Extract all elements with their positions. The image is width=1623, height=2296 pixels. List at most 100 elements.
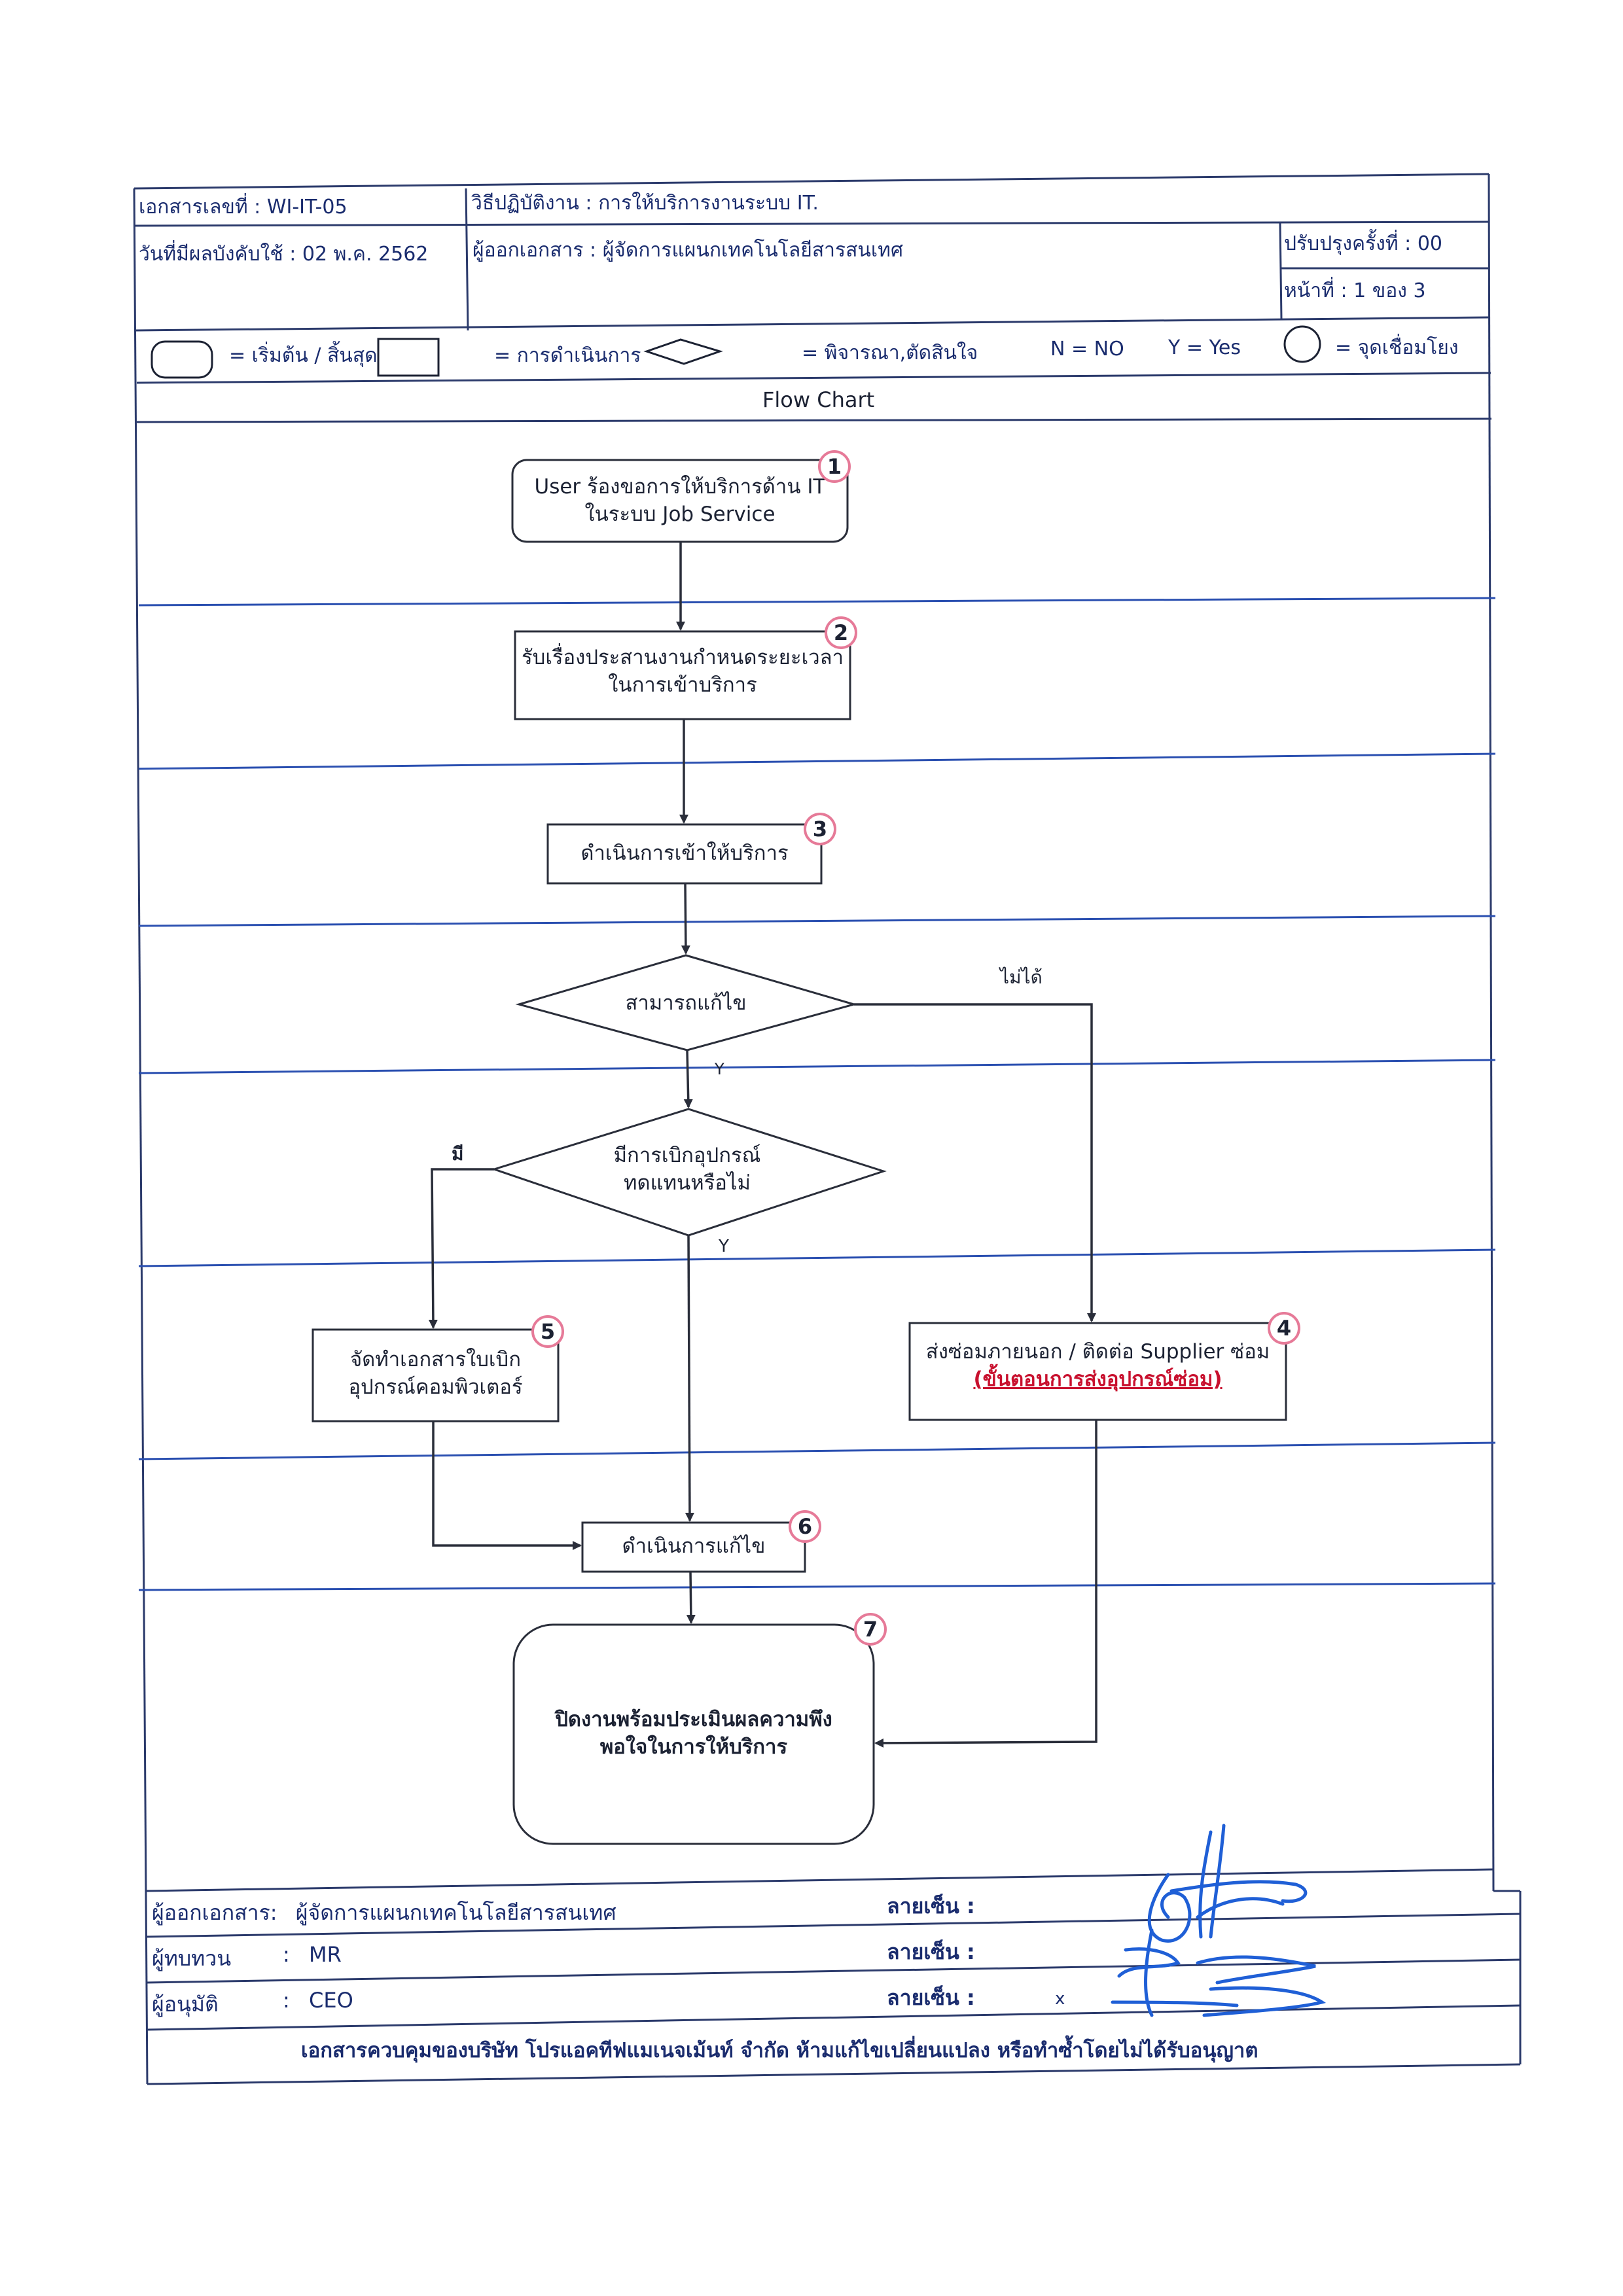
effective-date-value: 02 พ.ค. 2562 — [302, 243, 429, 266]
footer-reviewer: ผู้ทบทวน : MR — [152, 1942, 342, 1975]
footer-signature-3: ลายเซ็น : — [887, 1985, 975, 2010]
step7-line1: ปิดงานพร้อมประเมินผลความพึง — [555, 1708, 832, 1731]
legend-connector: = จุดเชื่อมโยง — [1335, 336, 1459, 359]
step3-badge: 3 — [804, 813, 836, 845]
footer-mark: x — [1055, 1989, 1065, 2009]
step6-text: ดำเนินการแก้ไข — [622, 1534, 766, 1558]
revision: ปรับปรุงครั้งที่ : 00 — [1284, 232, 1442, 256]
arrow-d2-5 — [428, 1168, 494, 1329]
effective-date: วันที่มีผลบังคับใช้ : 02 พ.ค. 2562 — [139, 243, 428, 266]
footer-reviewer-value: MR — [309, 1942, 342, 1967]
legend-no: N = NO — [1050, 338, 1124, 361]
step1-badge: 1 — [818, 450, 851, 483]
step6-badge: 6 — [789, 1510, 821, 1543]
doc-number-value: WI-IT-05 — [266, 196, 348, 219]
step4-badge: 4 — [1268, 1312, 1300, 1345]
footer-reviewer-colon: : — [283, 1942, 290, 1967]
step5-text: จัดทำเอกสารใบเบิก อุปกรณ์คอมพิวเตอร์ — [313, 1347, 558, 1402]
section-title: Flow Chart — [762, 387, 875, 412]
footer-approver: ผู้อนุมัติ : CEO — [152, 1988, 353, 2021]
arrow-5-6 — [432, 1421, 582, 1550]
effective-date-label: วันที่มีผลบังคับใช้ : — [139, 243, 296, 266]
decision2-text: มีการเบิกอุปกรณ์ ทดแทนหรือไม่ — [550, 1142, 825, 1197]
header-grid — [134, 188, 1492, 423]
step2-line1: รับเรื่องประสานงานกำหนดระยะเวลา — [521, 646, 844, 669]
step5-line2: อุปกรณ์คอมพิวเตอร์ — [348, 1375, 523, 1399]
footer-approver-value: CEO — [309, 1988, 353, 2013]
decision2-yes-label: Y — [719, 1237, 729, 1256]
footer-signature-1: ลายเซ็น : — [887, 1894, 975, 1918]
step5-line1: จัดทำเอกสารใบเบิก — [350, 1348, 521, 1371]
legend-start-end: = เริ่มต้น / สิ้นสุด — [229, 344, 378, 367]
footer-signature-2: ลายเซ็น : — [887, 1939, 975, 1964]
step4-procedure-link[interactable]: (ขั้นตอนการส่งอุปกรณ์ซ่อม) — [973, 1367, 1222, 1391]
page-number: หน้าที่ : 1 ของ 3 — [1284, 279, 1426, 303]
step2-shape — [514, 630, 851, 720]
decision2-has-label: มี — [452, 1143, 464, 1165]
doc-number-label: เอกสารเลขที่ : — [139, 196, 261, 219]
step6-shape — [581, 1521, 806, 1573]
step2-badge: 2 — [825, 616, 857, 649]
footer-issuer: ผู้ออกเอกสาร: ผู้จัดการแผนกเทคโนโลยีสารส… — [152, 1896, 616, 1930]
step1-text: User ร้องขอการให้บริการด้าน IT ในระบบ Jo… — [512, 474, 847, 529]
footer-issuer-value: ผู้จัดการแผนกเทคโนโลยีสารสนเทศ — [295, 1900, 616, 1925]
step3-shape — [546, 823, 823, 885]
step5-shape — [312, 1328, 560, 1422]
step4-text: ส่งซ่อมภายนอก / ติดต่อ Supplier ซ่อม (ขั… — [910, 1339, 1286, 1394]
issuer: ผู้ออกเอกสาร : ผู้จัดการแผนกเทคโนโลยีสาร… — [473, 239, 903, 262]
legend-process-shape — [377, 338, 440, 377]
step7-line2: พอใจในการให้บริการ — [599, 1735, 788, 1759]
arrow-d1-4 — [854, 1003, 1096, 1322]
step7-badge: 7 — [854, 1613, 887, 1646]
page-label: หน้าที่ : — [1284, 279, 1347, 302]
step7-shape — [512, 1623, 875, 1845]
footer-reviewer-label: ผู้ทบทวน — [152, 1946, 232, 1971]
legend-yes: Y = Yes — [1168, 336, 1241, 359]
decision1-yes-label: Y — [715, 1060, 724, 1078]
step4-shape — [908, 1322, 1287, 1421]
legend-decision: = พิจารณา,ตัดสินใจ — [802, 342, 978, 364]
decision2-shape — [491, 1108, 887, 1237]
footer-approver-label: ผู้อนุมัติ — [152, 1992, 219, 2017]
step2-text: รับเรื่องประสานงานกำหนดระยะเวลา ในการเข้… — [515, 645, 850, 699]
footer-notice: เอกสารควบคุมของบริษัท โปรแอคทีฟแมเนจเม้น… — [301, 2039, 1258, 2062]
step1-line1: User ร้องขอการให้บริการด้าน IT — [534, 475, 826, 499]
revision-label: ปรับปรุงครั้งที่ : — [1284, 232, 1412, 255]
form-frame — [133, 173, 1522, 2085]
arrow-d1-d2 — [683, 1050, 693, 1108]
procedure-label: วิธีปฏิบัติงาน : — [471, 192, 592, 215]
issuer-label: ผู้ออกเอกสาร : — [473, 239, 597, 262]
step1-line2: ในระบบ Job Service — [584, 502, 776, 526]
arrow-3-d1 — [681, 883, 690, 955]
arrow-4-7 — [874, 1420, 1097, 1748]
step5-badge: 5 — [531, 1315, 564, 1348]
step2-line2: ในการเข้าบริการ — [608, 673, 757, 697]
arrow-d2-6 — [685, 1235, 694, 1522]
decision1-no-label: ไม่ได้ — [1000, 966, 1043, 988]
doc-number: เอกสารเลขที่ : WI-IT-05 — [139, 196, 348, 219]
procedure-value: การให้บริการงานระบบ IT. — [598, 192, 819, 215]
legend-connector-shape — [1283, 325, 1321, 363]
flow-shapes — [312, 459, 1287, 1845]
step3-text: ดำเนินการเข้าให้บริการ — [580, 841, 789, 865]
legend-start-end-shape — [151, 340, 213, 379]
decision1-text: สามารถแก้ไข — [625, 991, 747, 1015]
arrow-6-7 — [686, 1571, 696, 1624]
signature-scribble — [1111, 1824, 1327, 2017]
footer-approver-colon: : — [283, 1988, 290, 2013]
legend-process: = การดำเนินการ — [494, 344, 641, 367]
issuer-value: ผู้จัดการแผนกเทคโนโลยีสารสนเทศ — [602, 239, 903, 262]
decision2-line2: ทดแทนหรือไม่ — [624, 1171, 751, 1195]
revision-value: 00 — [1417, 232, 1442, 255]
decision2-line1: มีการเบิกอุปกรณ์ — [613, 1144, 761, 1167]
footer-issuer-label: ผู้ออกเอกสาร: — [152, 1900, 277, 1925]
procedure: วิธีปฏิบัติงาน : การให้บริการงานระบบ IT. — [471, 192, 819, 215]
lane-rules — [138, 597, 1496, 1591]
page-value: 1 ของ 3 — [1353, 279, 1426, 302]
legend-decision-shape — [643, 338, 723, 365]
flow-connectors — [428, 542, 1097, 1748]
legend-shapes — [151, 325, 1321, 379]
footer-grid — [145, 1868, 1521, 2031]
step7-text: ปิดงานพร้อมประเมินผลความพึง พอใจในการให้… — [514, 1706, 874, 1761]
